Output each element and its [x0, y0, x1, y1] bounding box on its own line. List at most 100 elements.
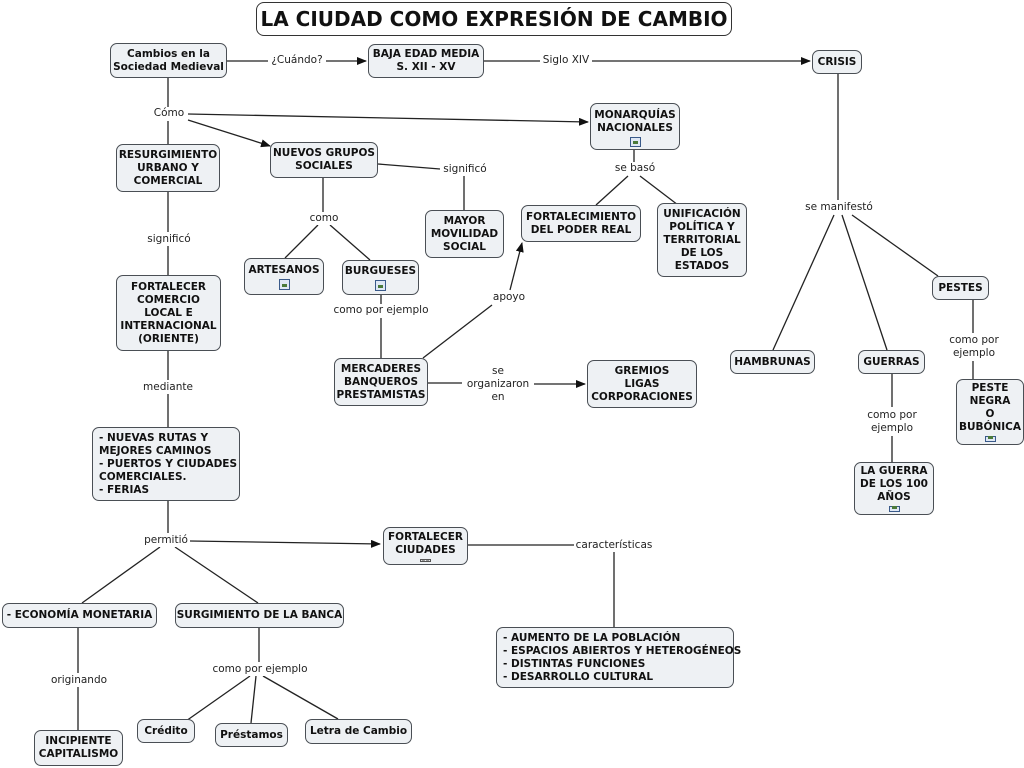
link-label-text: como por ejemplo [212, 663, 308, 675]
link-label-text: ¿Cuándo? [271, 54, 323, 66]
node-text-line: FORTALECER [388, 531, 464, 543]
link-label-originando: originando [48, 674, 110, 687]
node-text-line: MAYOR [443, 214, 486, 227]
image-icon[interactable] [375, 280, 386, 291]
node-text-line: - AUMENTO DE LA POBLACIÓN [503, 631, 681, 644]
link-como-burgueses [329, 224, 371, 261]
node-text-line: BANQUEROS [343, 375, 419, 388]
link-label-apoyo: apoyo [491, 291, 527, 304]
node-text-line: DE LOS 100 [860, 478, 928, 490]
link-label-como-por-ejemplo-pestes: como por ejemplo [946, 334, 1002, 360]
node-text-line: URBANO Y [137, 161, 199, 174]
node-hambrunas[interactable]: HAMBRUNAS [730, 350, 815, 374]
node-guerra-100-anos[interactable]: LA GUERRA DE LOS 100 AÑOS [854, 462, 934, 515]
node-text-line: SOCIALES [295, 160, 353, 172]
node-text-line: FORTALECER [130, 280, 206, 293]
link-label-text: apoyo [492, 291, 526, 303]
link-label-text: como [309, 212, 339, 224]
node-text-line: GUERRAS [863, 355, 920, 368]
node-burgueses[interactable]: BURGUESES [342, 260, 419, 295]
image-icon[interactable] [888, 506, 900, 512]
link-label-siglo: Siglo XIV [540, 54, 592, 67]
node-mayor-movilidad-social[interactable]: MAYOR MOVILIDAD SOCIAL [425, 210, 504, 258]
node-text-line: SOCIAL [443, 240, 486, 253]
node-text-line: ARTESANOS [248, 264, 320, 276]
node-text-line: Cambios en la [127, 47, 210, 60]
image-icon[interactable] [629, 137, 641, 147]
link-label-text: se [492, 365, 504, 377]
link-label-como: Cómo [150, 107, 188, 120]
node-economia-monetaria[interactable]: - ECONOMÍA MONETARIA [2, 603, 157, 628]
link-manifesto-pestes [851, 214, 939, 277]
node-text-line: MEJORES CAMINOS [99, 444, 212, 457]
node-peste-negra[interactable]: PESTE NEGRA O BUBÓNICA [956, 379, 1024, 445]
link-label-cuando: ¿Cuándo? [268, 54, 326, 67]
node-text-line: COMERCIO [137, 293, 200, 306]
node-text-line: MERCADERES [340, 362, 422, 375]
node-text-line: ESTADOS [674, 259, 730, 272]
node-incipiente-capitalismo[interactable]: INCIPIENTE CAPITALISMO [34, 730, 123, 766]
link-label-significo-grupos: significó [440, 163, 490, 176]
node-text-line: MOVILIDAD [430, 227, 499, 240]
node-resurgimiento[interactable]: RESURGIMIENTO URBANO Y COMERCIAL [116, 144, 220, 192]
link-label-como-por-ejemplo-burgueses: como por ejemplo [333, 304, 429, 317]
node-text-line: - ECONOMÍA MONETARIA [6, 609, 153, 621]
node-nuevos-grupos-sociales[interactable]: NUEVOS GRUPOS SOCIALES [270, 142, 378, 178]
link-sebaso-fortalecimiento [595, 175, 629, 206]
node-guerras[interactable]: GUERRAS [858, 350, 925, 374]
node-text-line: - NUEVAS RUTAS Y [99, 431, 209, 444]
link-apoyo-fortalecimiento [509, 242, 524, 291]
node-prestamos[interactable]: Préstamos [215, 723, 288, 747]
document-icon[interactable]: ≡≡ [420, 559, 431, 562]
link-label-significo: significó [144, 233, 194, 246]
link-label-text: características [575, 539, 653, 551]
node-text-line: Préstamos [220, 728, 283, 741]
map-title: LA CIUDAD COMO EXPRESIÓN DE CAMBIO [256, 2, 732, 36]
node-text-line: - ESPACIOS ABIERTOS Y HETEROGÉNEOS [503, 644, 742, 657]
link-label-text: originando [50, 674, 108, 686]
node-artesanos[interactable]: ARTESANOS [244, 258, 324, 295]
link-ejemplo-letra [262, 675, 339, 720]
node-fortalecer-comercio[interactable]: FORTALECER COMERCIO LOCAL E INTERNACIONA… [116, 275, 221, 351]
link-manifesto-guerras [841, 214, 888, 351]
node-credito[interactable]: Crédito [137, 719, 195, 743]
link-label-text: se basó [614, 162, 656, 174]
node-fortalecer-ciudades[interactable]: FORTALECER CIUDADES ≡≡ [383, 527, 468, 565]
node-text-line: NEGRA [969, 395, 1011, 407]
node-text-line: LOCAL E [144, 306, 193, 319]
link-label-se-baso: se basó [613, 162, 657, 175]
node-text-line: COMERCIAL [133, 174, 203, 187]
node-text-line: - DISTINTAS FUNCIONES [503, 657, 646, 670]
node-text-line: BUBÓNICA [959, 421, 1021, 433]
node-fortalecimiento-poder-real[interactable]: FORTALECIMIENTO DEL PODER REAL [521, 205, 641, 242]
node-monarquias-nacionales[interactable]: MONARQUÍAS NACIONALES [590, 103, 680, 150]
node-text-line: TERRITORIAL [663, 233, 741, 246]
image-icon[interactable] [984, 436, 996, 442]
node-text-line: LIGAS [624, 377, 660, 390]
node-gremios[interactable]: GREMIOS LIGAS CORPORACIONES [587, 360, 697, 408]
node-text-line: NACIONALES [597, 122, 673, 134]
node-text-line: PESTES [938, 281, 983, 294]
link-label-text: ejemplo [952, 347, 996, 359]
link-ejemplo-prestamos [250, 675, 257, 724]
node-cambios-sociedad-medieval[interactable]: Cambios en la Sociedad Medieval [110, 43, 227, 78]
link-label-como-grupos: como [306, 212, 342, 225]
node-nuevas-rutas[interactable]: - NUEVAS RUTAS Y MEJORES CAMINOS - PUERT… [92, 427, 240, 501]
node-pestes[interactable]: PESTES [932, 276, 989, 300]
node-crisis[interactable]: CRISIS [812, 50, 862, 74]
node-unificacion-politica[interactable]: UNIFICACIÓN POLÍTICA Y TERRITORIAL DE LO… [657, 203, 747, 277]
link-label-text: organizaron [466, 378, 530, 390]
node-caracteristicas-list[interactable]: - AUMENTO DE LA POBLACIÓN - ESPACIOS ABI… [496, 627, 741, 688]
image-icon[interactable] [278, 279, 290, 290]
node-surgimiento-banca[interactable]: SURGIMIENTO DE LA BANCA [175, 603, 344, 628]
link-permitio-economia [81, 546, 161, 604]
node-mercaderes[interactable]: MERCADERES BANQUEROS PRESTAMISTAS [334, 358, 428, 406]
node-text-line: CIUDADES [395, 544, 456, 556]
link-como-artesanos [284, 224, 319, 259]
link-label-como-por-ejemplo-banca: como por ejemplo [211, 663, 309, 676]
node-text-line: Sociedad Medieval [113, 60, 224, 73]
link-label-como-por-ejemplo-guerras: como por ejemplo [864, 409, 920, 435]
node-letra-de-cambio[interactable]: Letra de Cambio [305, 719, 412, 744]
node-text-line: PRESTAMISTAS [336, 388, 426, 401]
node-baja-edad-media[interactable]: BAJA EDAD MEDIA S. XII - XV [368, 44, 484, 78]
